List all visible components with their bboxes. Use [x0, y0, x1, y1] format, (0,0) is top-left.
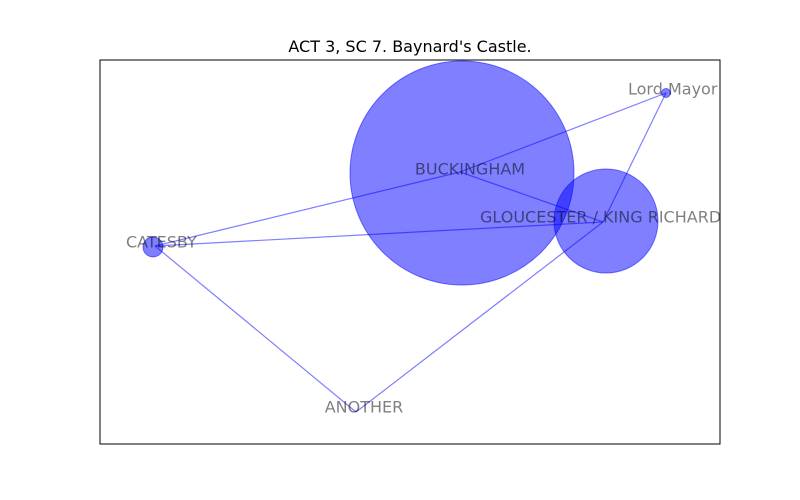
node-catesby: [142, 236, 164, 258]
node-label-another: ANOTHER: [325, 398, 404, 417]
labels-layer: BUCKINGHAM GLOUCESTER / KING RICHARD CATES…: [126, 80, 721, 417]
plot-frame: [99, 59, 721, 445]
diagram-title: ACT 3, SC 7. Baynard's Castle.: [288, 37, 531, 56]
node-label-buckingham: BUCKINGHAM: [415, 160, 525, 179]
node-label-lord-mayor: Lord Mayor: [628, 80, 718, 99]
nodes-layer: [142, 60, 671, 286]
node-label-gloucester: GLOUCESTER / KING RICHARD: [480, 208, 721, 227]
edge-gloucester-another: [355, 221, 604, 413]
node-buckingham: [349, 60, 575, 286]
node-gloucester: [553, 168, 659, 274]
node-lord-mayor: [661, 88, 671, 98]
node-label-catesby: CATESBY: [126, 233, 197, 252]
plot-area: [142, 60, 671, 413]
edge-catesby-another: [154, 245, 357, 413]
